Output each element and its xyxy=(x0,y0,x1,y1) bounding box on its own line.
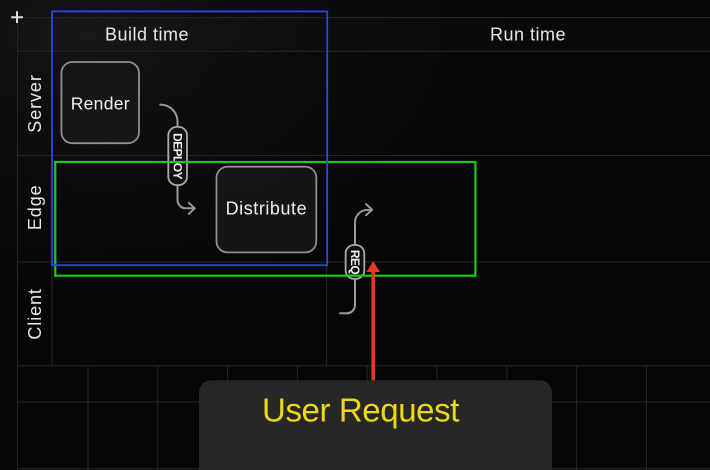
svg-text:REQ: REQ xyxy=(348,250,362,274)
svg-text:User Request: User Request xyxy=(262,391,459,428)
svg-text:Run time: Run time xyxy=(490,25,566,45)
svg-text:Client: Client xyxy=(25,288,45,339)
